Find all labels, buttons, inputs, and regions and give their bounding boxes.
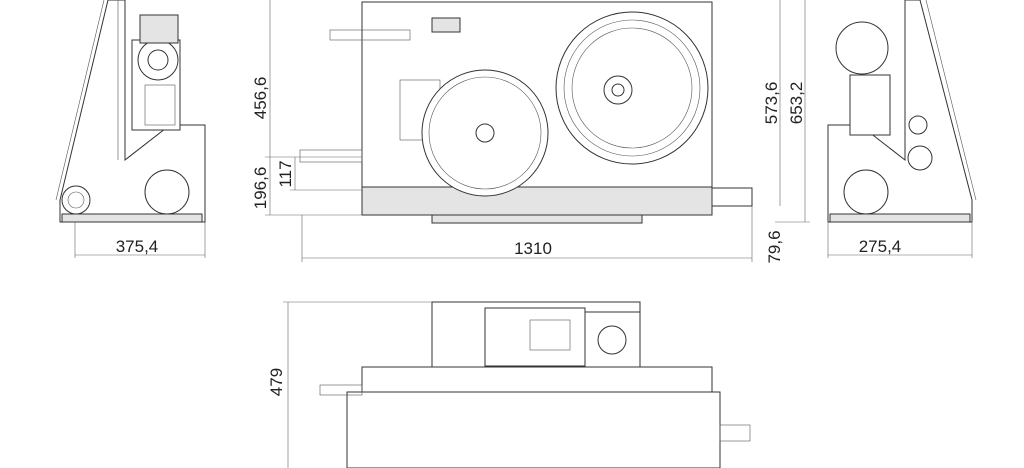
dimension-lines	[74, 0, 973, 468]
front-view	[299, 1, 753, 224]
dim-front-width: 1310	[514, 239, 552, 258]
top-view	[319, 301, 751, 468]
dim-top-depth: 479	[267, 368, 286, 396]
left-side-view	[55, 0, 206, 223]
right-side-view	[827, 0, 977, 223]
dim-right-width: 275,4	[859, 237, 902, 256]
dim-right-offset: 79,6	[765, 230, 784, 263]
dim-right-height-total: 653,2	[787, 82, 806, 125]
dim-left-width: 375,4	[116, 237, 159, 256]
dim-front-height-lower: 196,6	[251, 167, 270, 210]
dim-right-height-inner: 573,6	[762, 82, 781, 125]
dim-front-height-upper: 456,6	[251, 77, 270, 120]
dim-front-offset: 117	[276, 160, 295, 187]
